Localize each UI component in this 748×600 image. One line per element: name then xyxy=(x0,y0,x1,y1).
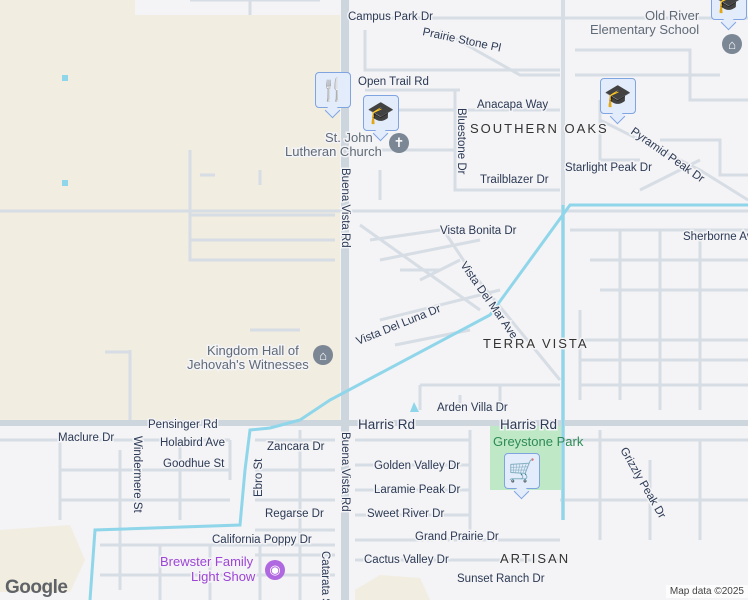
poi-label: Kingdom Hall of xyxy=(207,343,299,358)
school-icon[interactable]: 🎓 xyxy=(600,78,636,114)
street-label: Grizzly Peak Dr xyxy=(617,446,667,521)
restaurant-icon[interactable]: 🍴 xyxy=(315,72,351,108)
school-icon[interactable]: 🎓 xyxy=(363,95,399,131)
pond xyxy=(410,402,419,412)
street-label: Holabird Ave xyxy=(160,437,225,449)
pond xyxy=(62,180,68,186)
school-icon[interactable]: 🎓 xyxy=(711,0,747,20)
street-label: Trailblazer Dr xyxy=(480,174,549,186)
street-label: Regarse Dr xyxy=(265,508,324,520)
street-label: Catarata St xyxy=(319,551,331,600)
map-attribution[interactable]: Map data ©2025 xyxy=(665,585,748,598)
street-label: Harris Rd xyxy=(358,417,415,432)
poi-label: Lutheran Church xyxy=(285,144,382,159)
street-label: Cactus Valley Dr xyxy=(364,554,449,566)
street-label: Sherborne Ave xyxy=(683,231,748,243)
street-label: Arden Villa Dr xyxy=(437,402,508,414)
undeveloped-area xyxy=(0,15,340,420)
neighborhood-label: ARTISAN xyxy=(500,551,570,566)
street-label: Sweet River Dr xyxy=(367,508,444,520)
street-label: Windermere St xyxy=(131,436,143,513)
street-label: Pensinger Rd xyxy=(148,419,218,431)
school-poi-icon[interactable]: ⌂ xyxy=(722,34,742,54)
camera-icon[interactable]: ◉ xyxy=(265,560,285,580)
street-label: Bluestone Dr xyxy=(455,108,467,175)
street-label: Golden Valley Dr xyxy=(374,460,460,472)
canal xyxy=(299,203,748,422)
poi-label: Old River xyxy=(645,8,700,23)
canal xyxy=(88,418,301,600)
street-label: Buena Vista Rd xyxy=(339,168,351,248)
undeveloped-area xyxy=(0,525,85,592)
poi-label: Light Show xyxy=(191,569,256,584)
street-label: Vista Del Luna Dr xyxy=(355,303,443,348)
street-label: Vista Bonita Dr xyxy=(440,225,517,237)
street-label: Sunset Ranch Dr xyxy=(457,573,545,585)
poi-label: Brewster Family xyxy=(160,554,254,569)
shopping-cart-icon[interactable]: 🛒 xyxy=(504,453,540,489)
street-label: Ebro St xyxy=(253,458,265,497)
street-label: Zancara Dr xyxy=(267,441,325,453)
poi-label: Jehovah's Witnesses xyxy=(187,357,309,372)
pond xyxy=(62,75,68,81)
neighborhood-label: TERRA VISTA xyxy=(483,336,589,351)
google-logo: Google xyxy=(5,577,68,598)
street-label: Anacapa Way xyxy=(477,99,548,111)
street-label: Harris Rd xyxy=(500,417,557,432)
poi-label: Greystone Park xyxy=(493,434,584,449)
poi-label: Elementary School xyxy=(590,22,699,37)
street-label: Campus Park Dr xyxy=(348,11,433,23)
street-label: Grand Prairie Dr xyxy=(415,531,499,543)
street-label: Maclure Dr xyxy=(58,432,114,444)
church-icon[interactable]: ✝ xyxy=(389,133,409,153)
street-label: Goodhue St xyxy=(163,458,225,470)
poi-label: St. John xyxy=(325,130,373,145)
street-label: Starlight Peak Dr xyxy=(565,162,652,174)
undeveloped-area xyxy=(0,0,135,15)
undeveloped-area xyxy=(355,575,430,600)
street-label: Open Trail Rd xyxy=(358,76,429,88)
street-label: California Poppy Dr xyxy=(212,534,312,546)
neighborhood-label: SOUTHERN OAKS xyxy=(470,121,609,136)
place-of-worship-icon[interactable]: ⌂ xyxy=(313,345,333,365)
street-label: Buena Vista Rd xyxy=(339,432,351,512)
street-label: Laramie Peak Dr xyxy=(374,484,460,496)
street-label: Prairie Stone Pl xyxy=(421,26,502,54)
